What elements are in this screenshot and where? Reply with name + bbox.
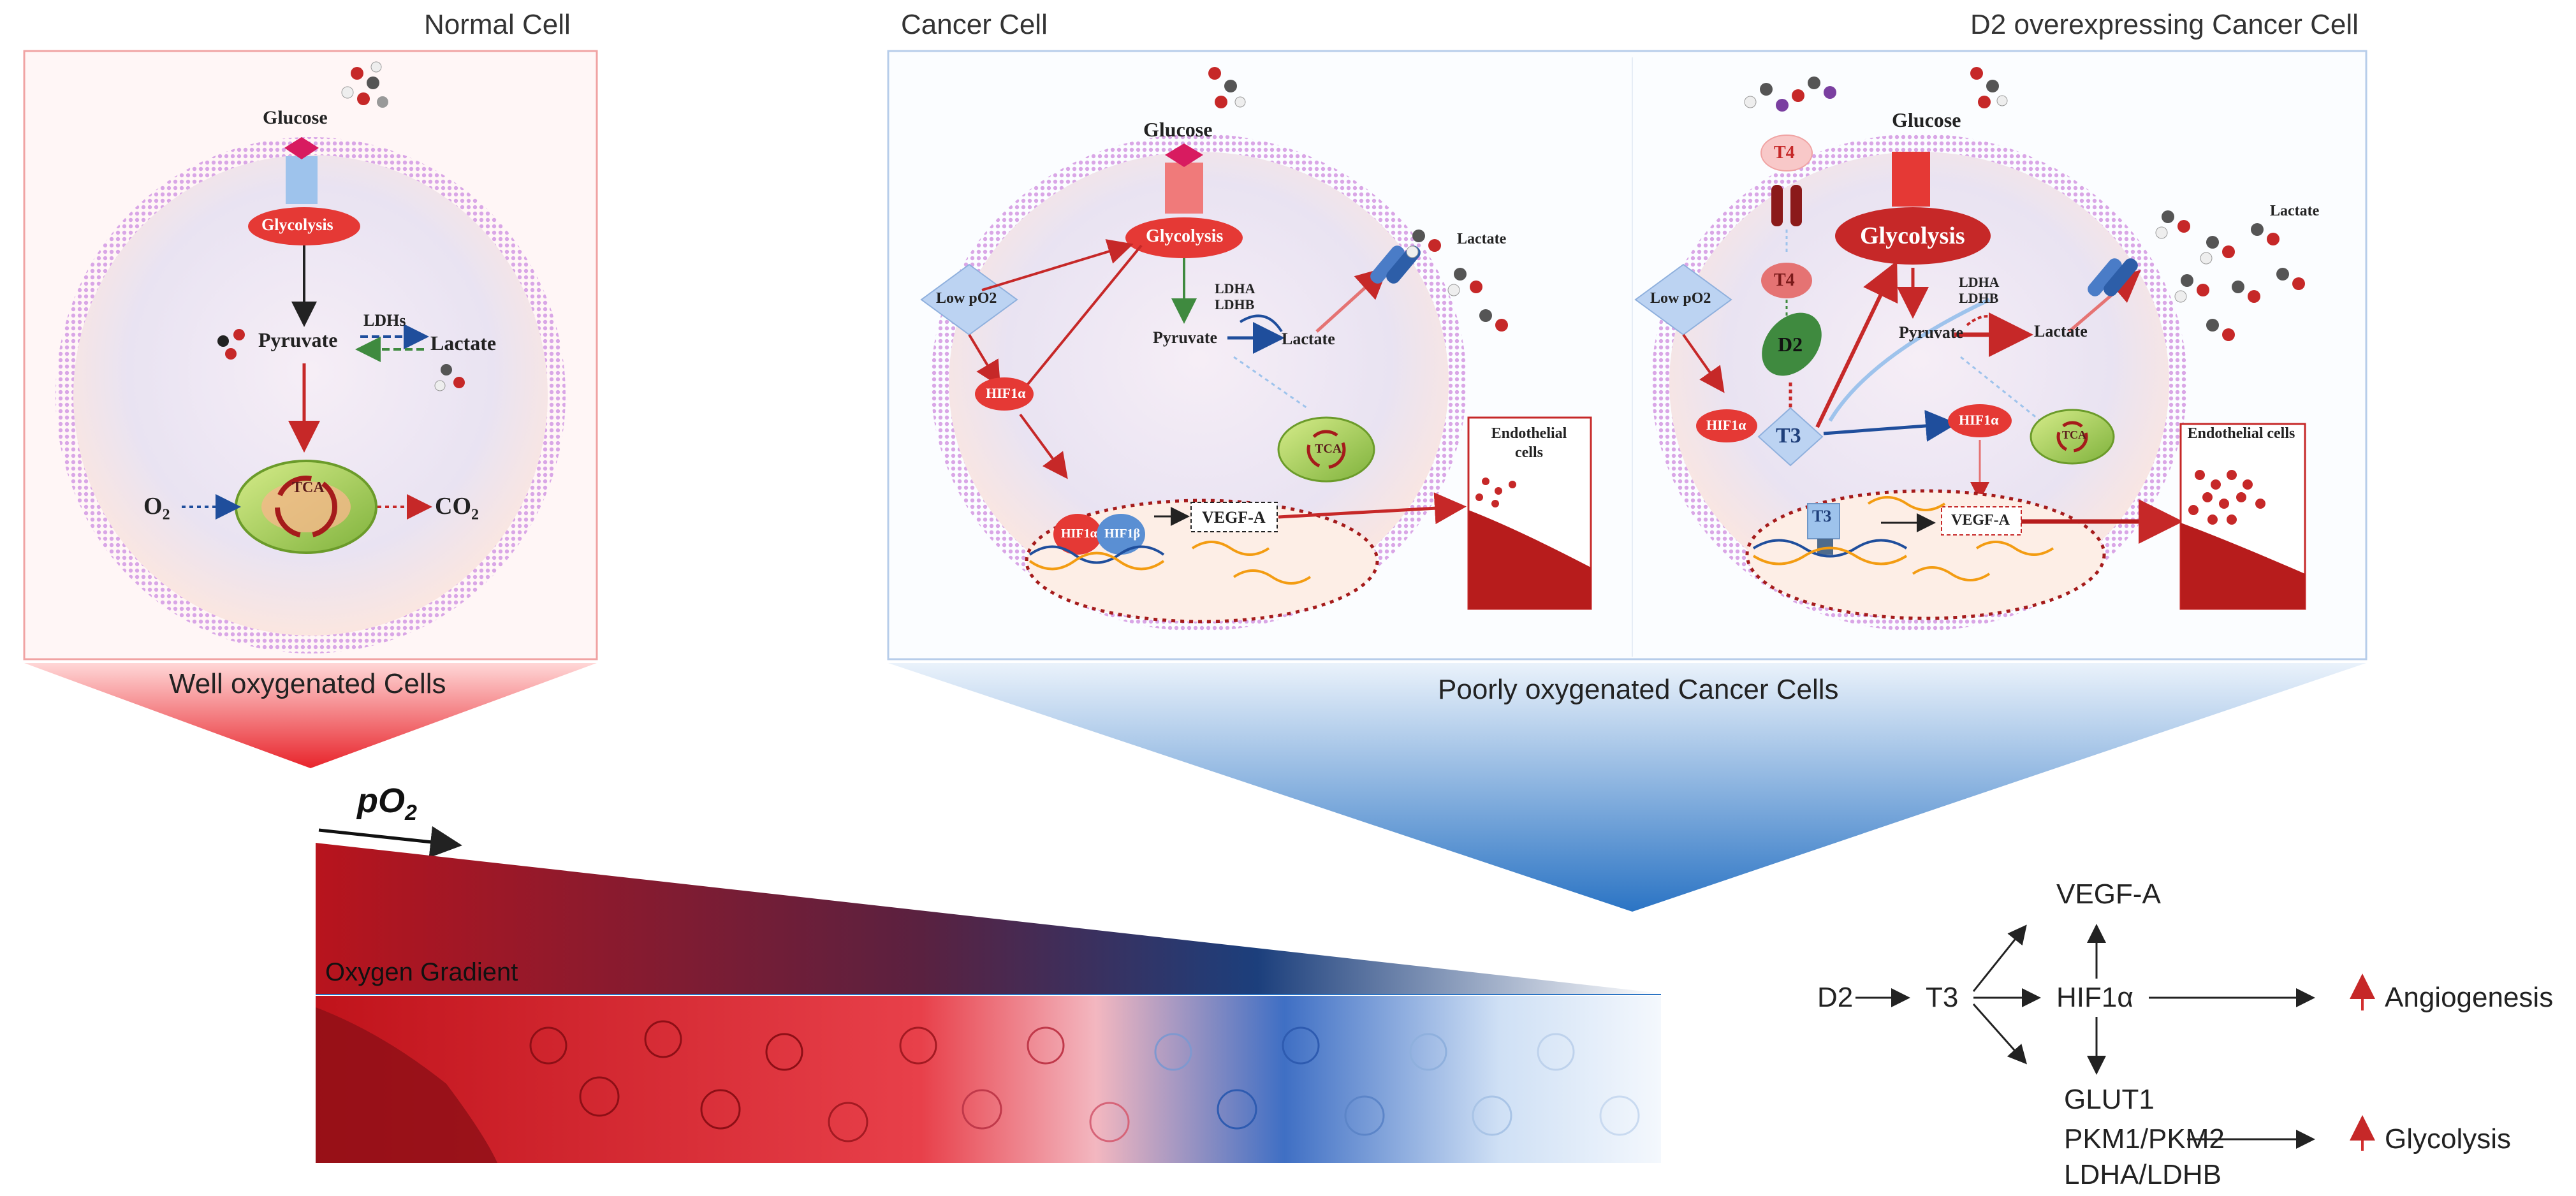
cancer-hif1b-dna-oval <box>1097 514 1145 555</box>
d2-glycolysis-oval <box>1835 207 1991 265</box>
lactate-molecule-normal <box>434 364 465 391</box>
d2-lactate-molecules <box>2155 210 2305 341</box>
d2-cell-title: D2 overexpressing Cancer Cell <box>1970 9 2359 40</box>
cancer-glucose-molecule <box>1208 67 1246 108</box>
t3-diamond <box>1757 407 1824 467</box>
t4-transporter <box>1771 185 1802 226</box>
tissue-cells <box>316 1007 1640 1163</box>
cancer-hif1a-dna-label: HIF1α <box>1061 527 1097 541</box>
normal-glucose-label: Glucose <box>263 107 328 128</box>
d2-glucose-label: Glucose <box>1892 108 1961 131</box>
cancer-vessel <box>1468 510 1591 609</box>
pathway-hif1a: HIF1α <box>2056 982 2133 1013</box>
tca-cycle-arrows <box>275 476 337 538</box>
oxygen-gradient-label: Oxygen Gradient <box>325 958 518 986</box>
well-oxygenated-caption: Well oxygenated Cells <box>169 668 446 699</box>
d2-mitochondria <box>2030 409 2115 465</box>
d2-low-po2-label: Low pO2 <box>1650 290 1711 307</box>
d2-hif1a-label: HIF1α <box>1959 412 1999 428</box>
d2-endothelial-label: Endothelial cells <box>2187 425 2295 442</box>
pathway-arrows <box>1855 924 2315 1149</box>
cancer-glucose-transporter <box>1165 163 1203 214</box>
cancer-hif1a-oval <box>975 377 1034 411</box>
pathway-t3: T3 <box>1926 982 1959 1013</box>
cancer-glycolysis-label: Glycolysis <box>1146 226 1224 246</box>
cancer-glucose-label: Glucose <box>1143 118 1213 141</box>
t3-dna-label: T3 <box>1812 507 1832 525</box>
oxygen-gradient-wedge <box>316 843 1661 995</box>
d2-glycolysis-label: Glycolysis <box>1860 222 1965 249</box>
d2-lactate-inner-label: Lactate <box>2034 322 2088 340</box>
cancer-ldha-label: LDHA <box>1215 281 1255 296</box>
d2-enzyme-label: D2 <box>1778 333 1803 356</box>
t4-inner-label: T4 <box>1774 270 1795 290</box>
cancer-glycolysis-oval <box>1125 217 1243 258</box>
d2-vegfa-box <box>1941 506 2022 536</box>
d2-vessel <box>2181 523 2305 609</box>
po2-arrow <box>318 826 462 858</box>
cancer-endothelial-label: Endothelial cells <box>1491 425 1567 461</box>
d2-hif1a-oval <box>1948 404 2012 437</box>
poorly-oxygenated-caption: Poorly oxygenated Cancer Cells <box>1438 674 1839 705</box>
cancer-cell-title: Cancer Cell <box>901 9 1048 40</box>
t4-inner-oval <box>1761 263 1812 298</box>
pathway-glut1: GLUT1 <box>2064 1084 2155 1115</box>
d2-tca-label: TCA <box>2062 428 2087 441</box>
pathway-vegfa: VEGF-A <box>2056 879 2161 910</box>
d2-ldha-label: LDHA <box>1959 274 2000 290</box>
pathway-pkm: PKM1/PKM2 <box>2064 1123 2225 1155</box>
glucose-molecule <box>341 61 388 108</box>
red-funnel <box>24 663 597 768</box>
pyruvate-molecule-normal <box>217 329 245 360</box>
cancer-tca-label: TCA <box>1315 442 1342 456</box>
cancer-mitochondria <box>1277 416 1375 483</box>
d2-enzyme <box>1762 312 1822 376</box>
normal-glycolysis-label: Glycolysis <box>261 215 333 234</box>
t3-label: T3 <box>1776 424 1801 448</box>
cancer-hif1a-dna-oval <box>1053 514 1102 555</box>
glucose-diamond <box>284 137 319 159</box>
normal-ldhs-label: LDHs <box>363 311 406 330</box>
d2-ldhb-label: LDHB <box>1959 290 1999 306</box>
cancer-low-po2-label: Low pO2 <box>936 290 997 307</box>
cancer-lactate-outer-label: Lactate <box>1457 231 1507 247</box>
tissue-strip <box>316 996 1661 1163</box>
normal-glycolysis-oval <box>248 207 360 245</box>
d2-hif1a-left-oval <box>1696 409 1757 442</box>
cancer-vegfa-box <box>1190 502 1278 532</box>
cancer-pyruvate-label: Pyruvate <box>1153 328 1218 347</box>
po2-label: pO2 <box>357 782 417 825</box>
normal-pyruvate-label: Pyruvate <box>258 328 338 351</box>
cancer-ldhb-label: LDHB <box>1215 296 1255 312</box>
pathway-ldh: LDHA/LDHB <box>2064 1159 2221 1190</box>
cancer-hif1a-label: HIF1α <box>986 385 1026 401</box>
normal-tca-label: TCA <box>292 479 325 496</box>
glucose-transporter <box>286 156 318 204</box>
normal-lactate-label: Lactate <box>430 332 497 354</box>
pathway-d2: D2 <box>1817 982 1854 1013</box>
t3-dna-box <box>1807 503 1840 539</box>
pathway-angiogenesis: Angiogenesis <box>2385 982 2554 1013</box>
co2-label: CO2 <box>435 493 479 523</box>
d2-hif1a-left-label: HIF1α <box>1706 417 1746 433</box>
cancer-lactate-molecules <box>1406 230 1508 332</box>
blue-funnel <box>888 663 2366 912</box>
d2-pyruvate-label: Pyruvate <box>1899 323 1964 342</box>
o2-label: O2 <box>143 493 170 523</box>
t4-top-oval <box>1760 135 1813 171</box>
d2-glucose-molecule <box>1970 67 2008 108</box>
t4-molecule <box>1744 77 1836 112</box>
d2-glucose-transporter <box>1892 152 1930 207</box>
cancer-lactate-inner-label: Lactate <box>1282 330 1335 348</box>
cancer-vegfa-label: VEGF-A <box>1202 508 1266 527</box>
normal-cell-title: Normal Cell <box>424 9 571 40</box>
cancer-cell-body <box>949 152 1449 613</box>
d2-lactate-outer-label: Lactate <box>2270 203 2320 219</box>
lactate-transporter-d2 <box>2088 258 2138 296</box>
pathway-glycolysis: Glycolysis <box>2385 1123 2512 1155</box>
cancer-hif1b-dna-label: HIF1β <box>1104 527 1141 541</box>
t4-top-label: T4 <box>1774 143 1795 163</box>
d2-vegfa-label: VEGF-A <box>1951 512 2010 529</box>
